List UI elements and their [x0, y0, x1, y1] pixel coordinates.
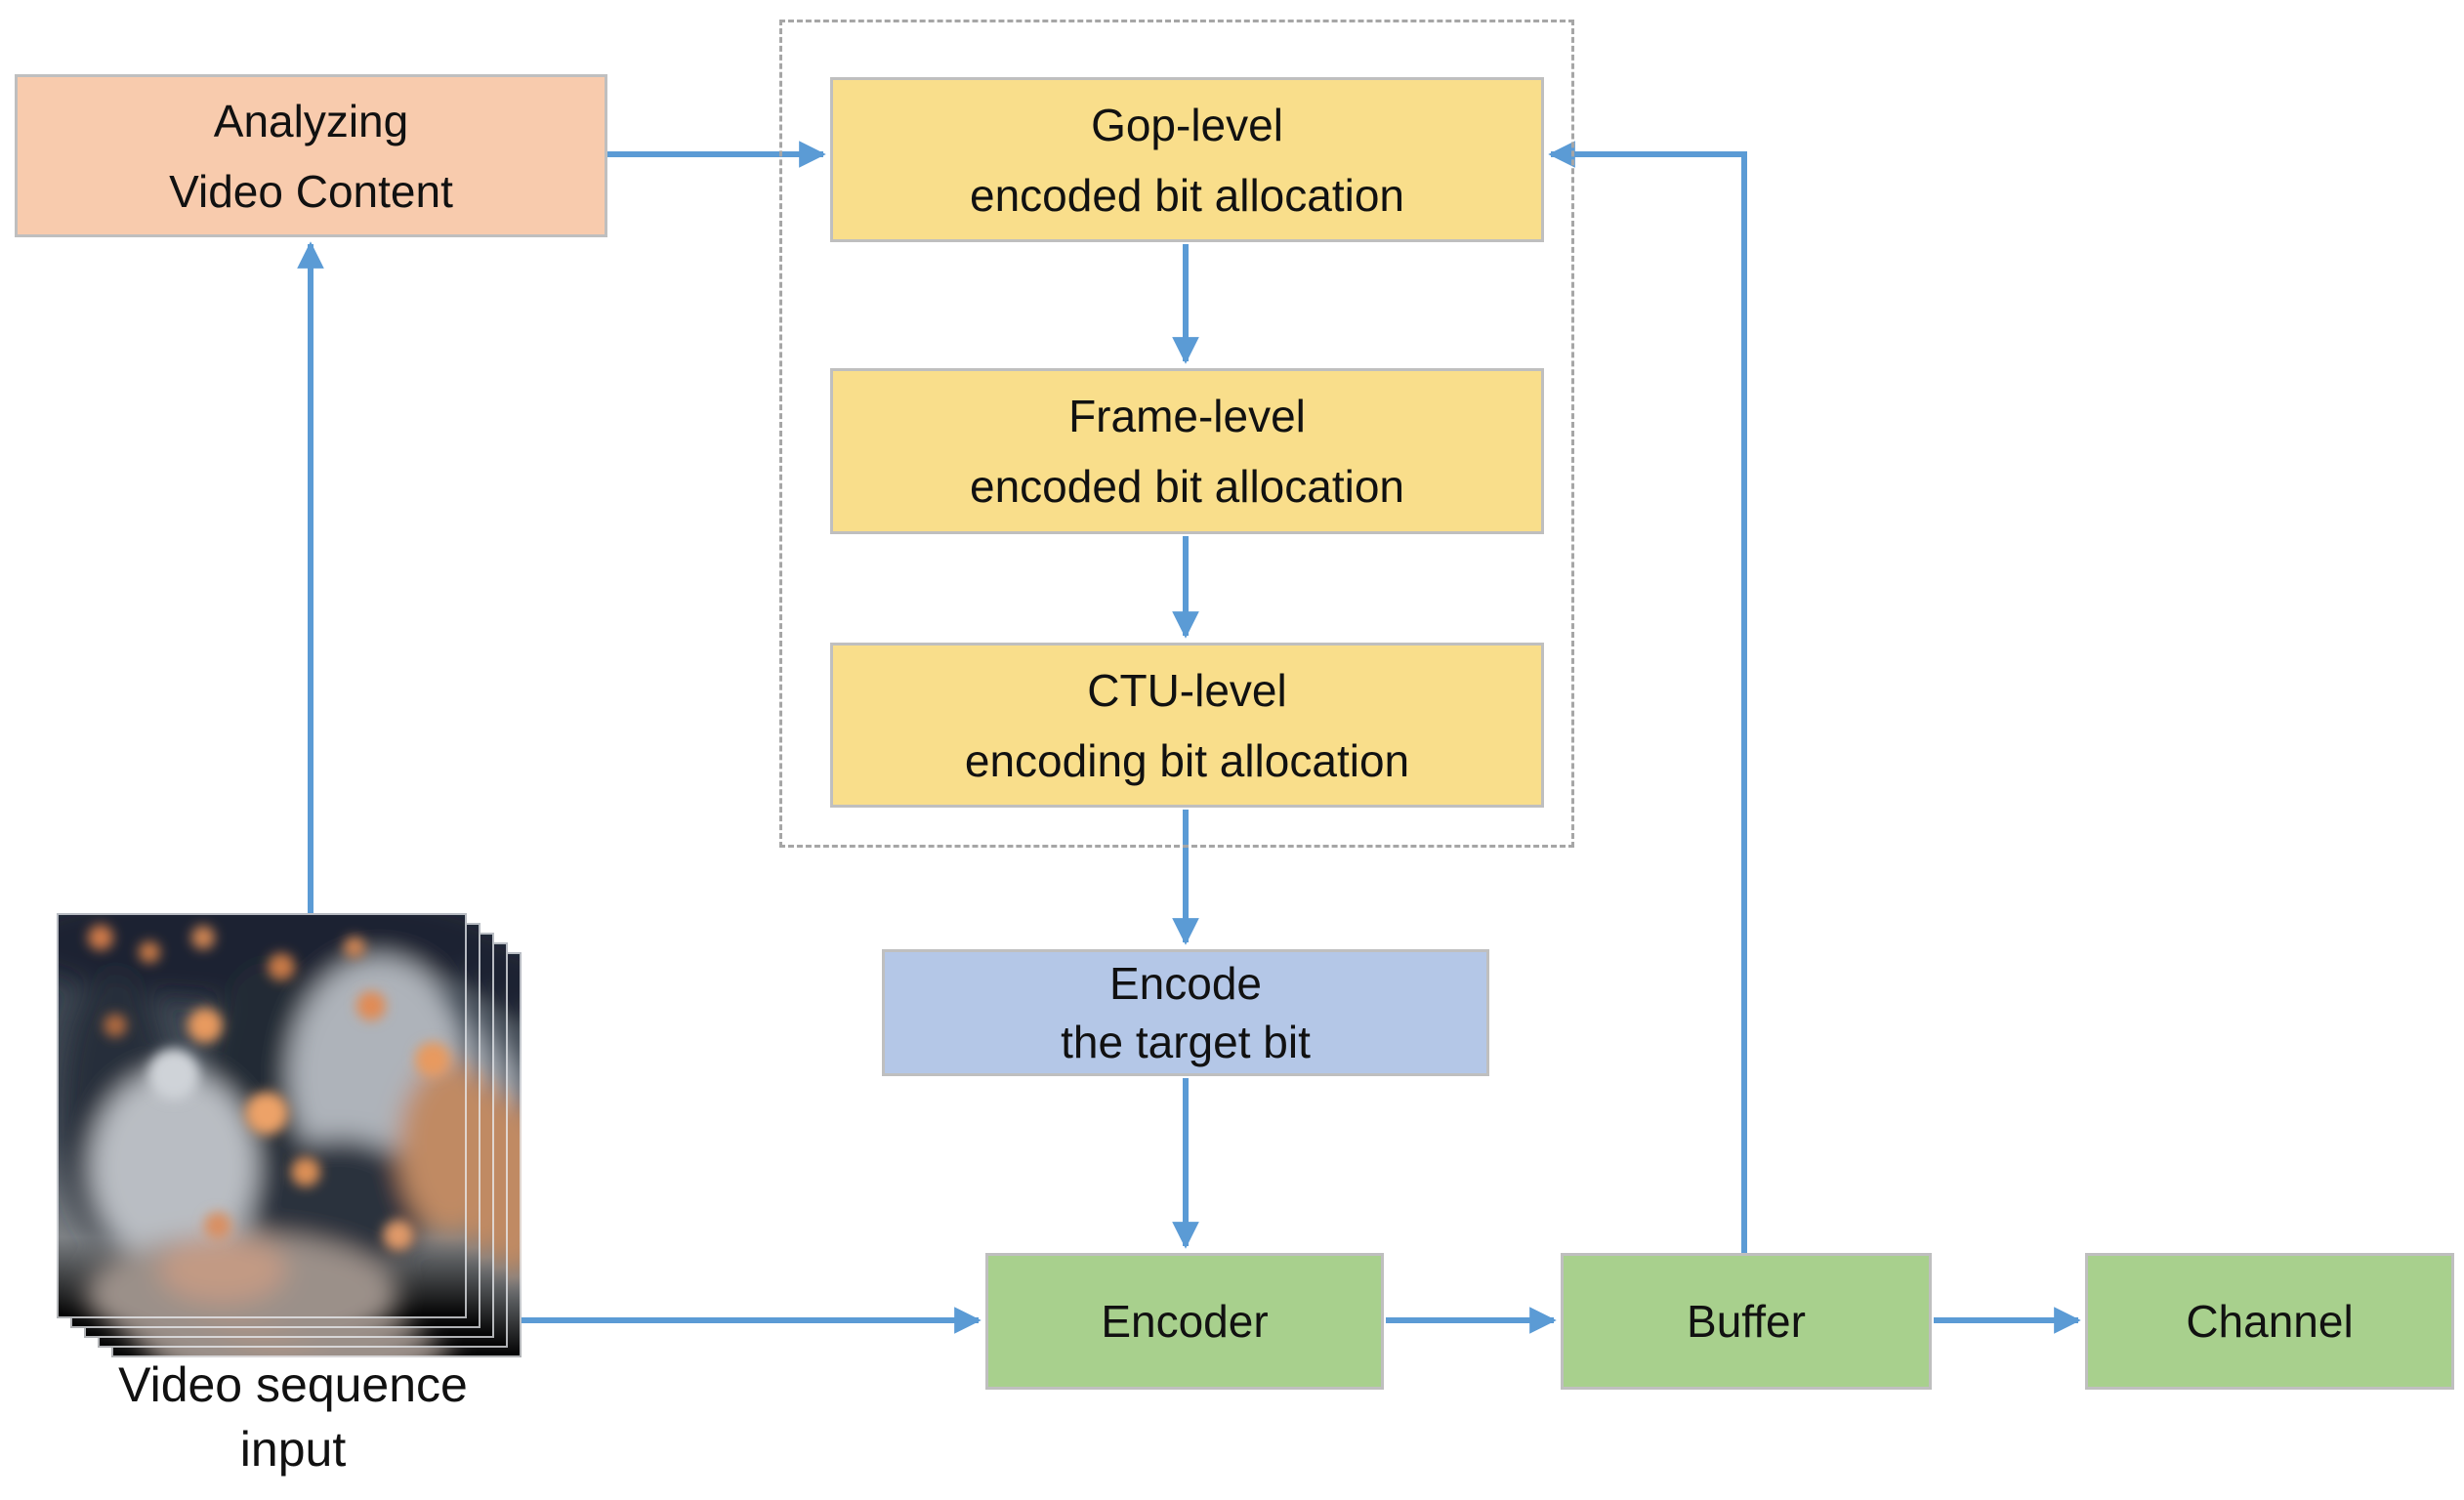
channel-box: Channel [2085, 1253, 2454, 1390]
buffer-box: Buffer [1561, 1253, 1932, 1390]
box-label-line: Gop-level [1091, 99, 1283, 150]
gop-level-box: Gop-level encoded bit allocation [830, 77, 1544, 242]
box-label-line: Frame-level [1068, 391, 1306, 441]
box-label-line: Video Content [169, 165, 453, 217]
box-label-line: encoding bit allocation [964, 734, 1410, 786]
box-label-line: the target bit [1061, 1017, 1311, 1067]
video-frame-layer [57, 913, 516, 1354]
box-label: Encoder [1101, 1296, 1269, 1347]
analyzing-video-content-box: Analyzing Video Content [15, 74, 607, 237]
caption-line: input [239, 1422, 347, 1477]
box-label: Buffer [1687, 1296, 1806, 1347]
caption-line: Video sequence [118, 1357, 468, 1412]
encode-target-bit-box: Encode the target bit [882, 949, 1489, 1076]
box-label-line: CTU-level [1087, 664, 1287, 716]
box-label-line: encoded bit allocation [970, 461, 1404, 512]
ctu-level-box: CTU-level encoding bit allocation [830, 643, 1544, 808]
box-label: Channel [2186, 1296, 2354, 1347]
box-label-line: Encode [1108, 958, 1262, 1009]
box-label-line: Analyzing [213, 95, 409, 146]
encoder-box: Encoder [985, 1253, 1384, 1390]
frame-level-box: Frame-level encoded bit allocation [830, 368, 1544, 534]
box-label-line: encoded bit allocation [970, 169, 1404, 221]
video-sequence-caption: Video sequence input [20, 1353, 566, 1481]
bit-allocation-dashed-group [779, 20, 1574, 848]
video-frames-image [57, 913, 522, 1357]
arrow-buffer-feedback-to-gop [1548, 141, 1747, 1253]
